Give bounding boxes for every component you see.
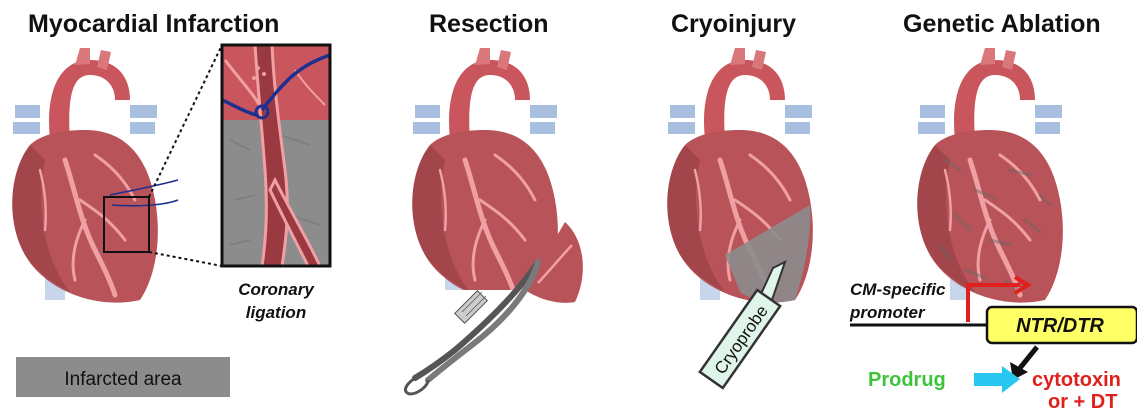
genetic-ablation-heart: [917, 48, 1063, 303]
coronary-ligation-label-line1: Coronary: [238, 280, 315, 299]
mi-zoom-line-bottom: [149, 252, 222, 266]
cm-specific-label-line1: CM-specific: [850, 280, 946, 299]
infarcted-area-legend: Infarcted area: [16, 357, 230, 397]
cm-specific-label-line2: promoter: [849, 303, 926, 322]
gene-box: NTR/DTR: [987, 307, 1137, 343]
mi-zoom-line-top: [149, 45, 222, 197]
cryoinjury-heart: [667, 48, 813, 303]
infarcted-area-label: Infarcted area: [64, 369, 182, 390]
cytotoxin-label-line1: cytotoxin: [1032, 369, 1121, 391]
prodrug-label: Prodrug: [868, 369, 946, 391]
mi-zoom-inset: [222, 45, 330, 266]
coronary-ligation-label-line2: ligation: [246, 303, 306, 322]
mi-heart: [12, 48, 158, 303]
cytotoxin-label-line2: or + DT: [1048, 391, 1117, 413]
gene-label: NTR/DTR: [1016, 315, 1104, 337]
